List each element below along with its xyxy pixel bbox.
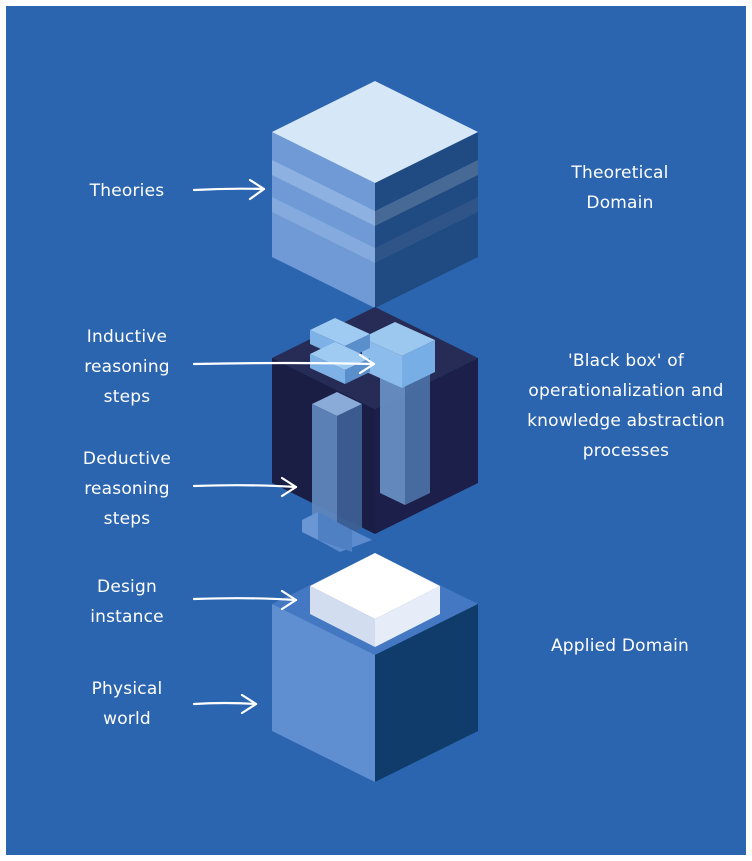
design-instance-shape [310,553,440,647]
inductive-blocks [310,318,370,384]
arrow-physical-world [192,693,258,715]
label-black-box: 'Black box' of operationalization and kn… [527,351,725,461]
deductive-reasoning-steps-shape [302,392,372,552]
arrow-theories [192,178,266,201]
label-applied-domain: Applied Domain [550,636,690,656]
theoretical-domain-cube [272,81,478,308]
arrow-inductive [192,353,376,375]
label-inductive-reasoning-steps: Inductive reasoning steps [84,327,170,407]
label-deductive-reasoning-steps: Deductive reasoning steps [82,449,172,529]
arrow-design-instance [192,589,298,611]
applied-domain-cube [272,553,478,782]
arrow-deductive [192,476,298,498]
label-theoretical-domain: Theoretical Domain [571,163,669,213]
label-physical-world: Physical world [91,679,163,729]
label-theories: Theories [89,181,165,201]
inductive-reasoning-steps-shape [362,322,435,505]
label-design-instance: Design instance [90,577,164,627]
